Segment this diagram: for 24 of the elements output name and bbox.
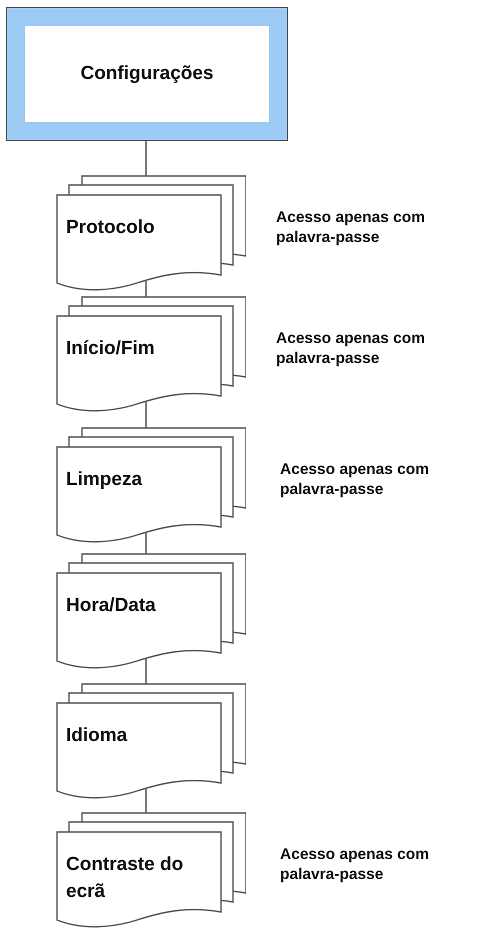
shape-label: Hora/Data	[66, 594, 157, 618]
multi-document-shape	[56, 683, 246, 799]
settings-box	[7, 8, 287, 140]
shape-label: Início/Fim	[66, 337, 156, 361]
multi-document-shape	[56, 296, 246, 412]
shape-label: Protocolo	[66, 216, 156, 240]
connector-line	[145, 140, 147, 176]
shape-label: Contraste do ecrã	[66, 853, 184, 904]
note-text: Acesso apenas com palavra-passe	[280, 460, 430, 500]
connector-line	[145, 402, 147, 428]
multi-document-shape	[56, 553, 246, 669]
connector-line	[145, 281, 147, 297]
box-title: Configurações	[80, 63, 214, 85]
note-text: Acesso apenas com palavra-passe	[280, 845, 430, 886]
multi-document-shape	[56, 427, 246, 543]
shape-label: Limpeza	[66, 468, 144, 492]
note-text: Acesso apenas com palavra-passe	[276, 208, 426, 248]
connector-line	[145, 659, 147, 684]
multi-document-shape	[56, 812, 246, 928]
multi-document-shape	[56, 175, 246, 291]
shape-label: Idioma	[66, 724, 128, 748]
connector-line	[145, 789, 147, 813]
note-text: Acesso apenas com palavra-passe	[276, 329, 426, 370]
connector-line	[145, 533, 147, 554]
